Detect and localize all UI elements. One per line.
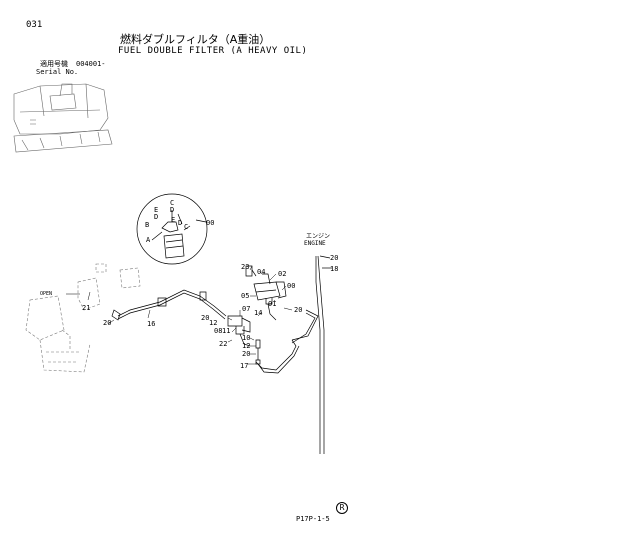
open-label: OPEN xyxy=(40,291,52,297)
callout-c-top: C xyxy=(170,199,174,207)
callout-12-lower: 12 xyxy=(242,342,250,350)
serial-label-japanese: 適用号機 xyxy=(40,60,68,68)
engine-label-japanese: エンジン xyxy=(306,233,330,240)
callout-a: A xyxy=(146,236,151,244)
callout-d-left: D xyxy=(154,213,158,221)
callout-e-left: E xyxy=(154,206,158,214)
callout-05: 05 xyxy=(241,292,249,300)
callout-12-upper: 12 xyxy=(209,319,217,327)
callout-02: 02 xyxy=(278,270,286,278)
callout-21: 21 xyxy=(82,304,90,312)
machine-overview-sketch xyxy=(13,83,113,153)
callout-20-valve: 20 xyxy=(201,314,209,322)
leader-lines xyxy=(66,265,293,365)
callout-11: 11 xyxy=(222,327,230,335)
fuel-feed-pipe xyxy=(111,289,227,321)
callout-20-lower: 20 xyxy=(242,350,250,358)
callout-10: 10 xyxy=(242,334,250,342)
callout-01: 01 xyxy=(268,300,276,308)
callout-07: 07 xyxy=(242,305,250,313)
callout-18: 18 xyxy=(330,265,338,273)
callout-14: 14 xyxy=(254,309,262,317)
callout-labels: C D E D B E D C A 00 エンジン ENGINE 20 18 2… xyxy=(40,199,338,370)
engine-label-english: ENGINE xyxy=(304,240,326,247)
callout-23: 23 xyxy=(241,263,249,271)
callout-17: 17 xyxy=(240,362,248,370)
diagram-title-english: FUEL DOUBLE FILTER (A HEAVY OIL) xyxy=(118,46,308,56)
callout-08: 08 xyxy=(214,327,222,335)
callout-d-right: D xyxy=(178,219,182,227)
callout-c-right: C xyxy=(184,223,188,231)
callout-20-engine: 20 xyxy=(330,254,338,262)
filter-detail-circle xyxy=(136,193,208,265)
callout-00-detail: 00 xyxy=(206,219,214,227)
machine-side-outline xyxy=(25,263,141,373)
callout-b: B xyxy=(145,221,149,229)
serial-label-english: Serial No. xyxy=(36,68,79,76)
lower-return-hose xyxy=(255,339,300,374)
callout-00-filter: 00 xyxy=(287,282,295,290)
callout-20-right: 20 xyxy=(294,306,302,314)
drawing-code: P17P-1-5 xyxy=(296,515,330,523)
callout-e-right: E xyxy=(171,216,175,224)
diagram-title-japanese: 燃料ダブルフィルタ（A重油） xyxy=(120,33,271,46)
callout-d-top: D xyxy=(170,206,174,214)
engine-return-pipe xyxy=(291,255,332,454)
registered-mark: R xyxy=(336,502,348,514)
callout-20-left: 20 xyxy=(103,319,111,327)
valve-cluster xyxy=(227,315,261,365)
callout-16: 16 xyxy=(147,320,155,328)
callout-04: 04 xyxy=(257,268,265,276)
page-number: 031 xyxy=(26,20,43,30)
double-filter-assembly xyxy=(245,265,287,321)
callout-22: 22 xyxy=(219,340,227,348)
serial-number-range: 004001- xyxy=(76,60,106,68)
